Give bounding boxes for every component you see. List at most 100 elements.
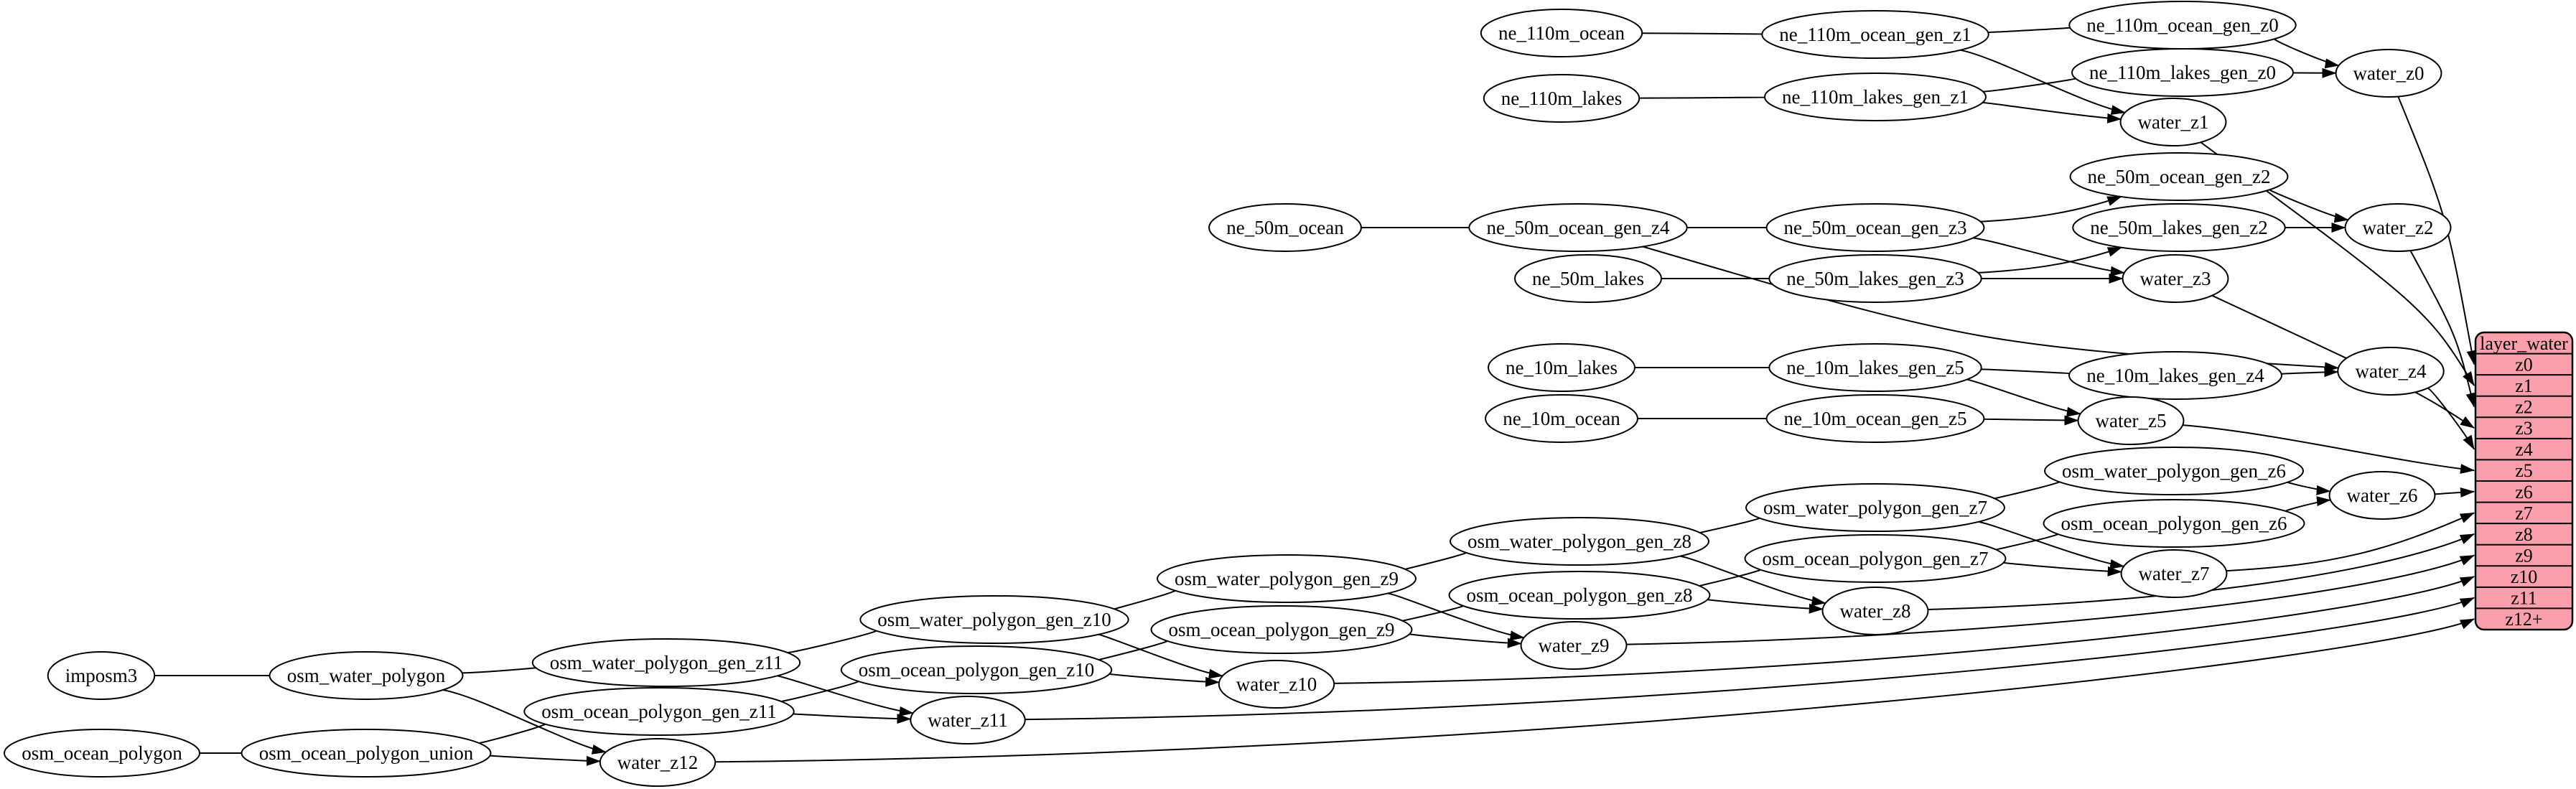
- node-ellipse: [2068, 351, 2282, 400]
- record-row-z7: z7: [2515, 503, 2533, 523]
- node-ellipse: [1761, 10, 1989, 59]
- node-ellipse: [523, 687, 795, 736]
- node-water_z6: water_z6: [2328, 471, 2436, 520]
- node-osm_ocean_polygon_union: osm_ocean_polygon_union: [241, 729, 492, 778]
- edge-osm_ocean_polygon_gen_z9-to-osm_ocean_polygon_gen_z8: [1401, 598, 1474, 622]
- node-label: osm_ocean_polygon_union: [259, 742, 474, 764]
- node-label: osm_ocean_polygon: [22, 742, 182, 764]
- edge-osm_water_polygon_gen_z7-to-water_z7: [1978, 520, 2125, 569]
- node-osm_water_polygon_gen_z8: osm_water_polygon_gen_z8: [1450, 517, 1709, 566]
- node-label: osm_ocean_polygon_gen_z8: [1467, 584, 1693, 606]
- node-label: osm_water_polygon: [287, 665, 446, 686]
- node-label: water_z1: [2138, 111, 2209, 133]
- node-water_z9: water_z9: [1520, 621, 1628, 670]
- node-label: water_z12: [617, 752, 698, 773]
- node-ellipse: [1450, 517, 1709, 566]
- node-ellipse: [1150, 605, 1413, 654]
- node-label: imposm3: [65, 665, 138, 686]
- node-ne_110m_lakes: ne_110m_lakes: [1483, 74, 1641, 123]
- node-ne_110m_ocean: ne_110m_ocean: [1480, 9, 1643, 57]
- record-row-z3: z3: [2515, 418, 2533, 439]
- node-osm_water_polygon: osm_water_polygon: [269, 651, 464, 700]
- edge-ne_110m_lakes_gen_z1-to-ne_110m_lakes_gen_z0: [1982, 72, 2089, 93]
- node-ellipse: [1821, 587, 1929, 635]
- node-ellipse: [1764, 73, 1987, 121]
- node-ellipse: [1468, 203, 1688, 252]
- edge-osm_water_polygon_gen_z10-to-water_z10: [1098, 633, 1223, 679]
- edge-ne_110m_lakes-to-ne_110m_lakes_gen_z1: [1639, 92, 1779, 103]
- node-label: ne_110m_lakes_gen_z1: [1782, 86, 1969, 108]
- node-label: osm_ocean_polygon_gen_z10: [859, 659, 1094, 681]
- node-label: osm_water_polygon_gen_z9: [1175, 568, 1399, 589]
- record-row-z5: z5: [2515, 460, 2533, 481]
- node-ne_50m_lakes: ne_50m_lakes: [1514, 254, 1662, 303]
- edge-ne_110m_ocean_gen_z0-to-water_z0: [2273, 37, 2340, 69]
- edge-water_z10-to-z10: [1334, 576, 2475, 684]
- node-osm_ocean_polygon_gen_z6: osm_ocean_polygon_gen_z6: [2043, 499, 2305, 548]
- node-label: ne_110m_lakes_gen_z0: [2089, 62, 2276, 83]
- node-osm_water_polygon_gen_z11: osm_water_polygon_gen_z11: [531, 638, 801, 687]
- node-water_z0: water_z0: [2335, 49, 2442, 98]
- record-row-z2: z2: [2515, 397, 2533, 418]
- node-ellipse: [1488, 343, 1635, 392]
- node-label: ne_110m_ocean_gen_z0: [2086, 14, 2278, 36]
- edge-osm_ocean_polygon_gen_z11-to-osm_ocean_polygon_gen_z10: [780, 674, 870, 702]
- edge-osm_water_polygon_gen_z7-to-osm_water_polygon_gen_z6: [1994, 474, 2071, 500]
- node-ellipse: [2071, 48, 2294, 97]
- edge-osm_ocean_polygon_gen_z8-to-osm_ocean_polygon_gen_z7: [1698, 562, 1771, 587]
- node-ellipse: [1745, 483, 2005, 532]
- edge-water_z5-to-z5: [2183, 424, 2475, 474]
- node-ellipse: [1208, 203, 1362, 252]
- node-water_z3: water_z3: [2122, 254, 2229, 303]
- node-label: ne_50m_ocean_gen_z4: [1487, 217, 1670, 238]
- edge-water_z8-to-z8: [1928, 533, 2475, 610]
- edge-osm_water_polygon_gen_z8-to-water_z8: [1680, 555, 1826, 607]
- edge-water_z11-to-z11: [1025, 597, 2475, 721]
- edge-water_z7-to-z7: [2226, 512, 2475, 572]
- edge-osm_ocean_polygon_gen_z9-to-water_z9: [1408, 632, 1522, 648]
- node-osm_ocean_polygon_gen_z7: osm_ocean_polygon_gen_z7: [1744, 534, 2007, 583]
- node-osm_water_polygon_gen_z10: osm_water_polygon_gen_z10: [859, 595, 1129, 644]
- node-water_z7: water_z7: [2120, 549, 2228, 598]
- node-ne_50m_ocean: ne_50m_ocean: [1208, 203, 1362, 252]
- record-title: layer_water: [2480, 333, 2568, 354]
- node-label: ne_10m_ocean_gen_z5: [1784, 408, 1967, 429]
- layer-water-record: layer_waterz0z1z2z3z4z5z6z7z8z9z10z11z12…: [2474, 331, 2574, 631]
- node-ellipse: [1480, 9, 1643, 57]
- edge-osm_water_polygon_gen_z11-to-water_z11: [777, 675, 914, 716]
- node-ne_10m_lakes_gen_z4: ne_10m_lakes_gen_z4: [2068, 351, 2282, 400]
- node-water_z8: water_z8: [1821, 587, 1929, 635]
- record-row-z4: z4: [2515, 439, 2533, 460]
- node-label: water_z10: [1236, 673, 1317, 695]
- node-label: water_z4: [2356, 360, 2427, 382]
- node-label: water_z5: [2096, 410, 2167, 431]
- node-ellipse: [47, 651, 156, 700]
- node-osm_ocean_polygon_gen_z8: osm_ocean_polygon_gen_z8: [1448, 571, 1711, 620]
- node-ne_50m_lakes_gen_z3: ne_50m_lakes_gen_z3: [1768, 254, 1982, 303]
- node-ellipse: [2072, 203, 2286, 252]
- node-ellipse: [241, 729, 492, 778]
- node-osm_ocean_polygon: osm_ocean_polygon: [4, 729, 200, 778]
- node-label: ne_110m_lakes: [1501, 88, 1622, 109]
- edge-ne_10m_lakes_gen_z4-to-water_z4: [2277, 367, 2339, 378]
- edge-water_z4-to-z4: [2427, 387, 2475, 450]
- node-label: ne_50m_lakes: [1532, 268, 1644, 289]
- node-ellipse: [2077, 396, 2185, 445]
- node-water_z12: water_z12: [599, 738, 717, 787]
- edge-water_z12-to-z12+: [715, 618, 2475, 763]
- node-water_z4: water_z4: [2337, 347, 2445, 396]
- node-ellipse: [531, 638, 801, 687]
- node-ellipse: [1157, 554, 1417, 603]
- edge-osm_ocean_polygon_gen_z7-to-water_z7: [2002, 561, 2122, 576]
- record-row-z0: z0: [2515, 354, 2533, 375]
- record-row-z6: z6: [2515, 482, 2533, 503]
- node-ellipse: [2344, 203, 2452, 252]
- node-ellipse: [1485, 394, 1638, 443]
- node-label: water_z8: [1840, 600, 1911, 622]
- edge-osm_water_polygon_gen_z9-to-water_z9: [1387, 592, 1525, 641]
- edge-ne_10m_lakes_gen_z5-to-water_z5: [1966, 378, 2081, 417]
- node-ellipse: [1483, 74, 1641, 123]
- edge-osm_ocean_polygon_gen_z8-to-water_z8: [1706, 598, 1824, 614]
